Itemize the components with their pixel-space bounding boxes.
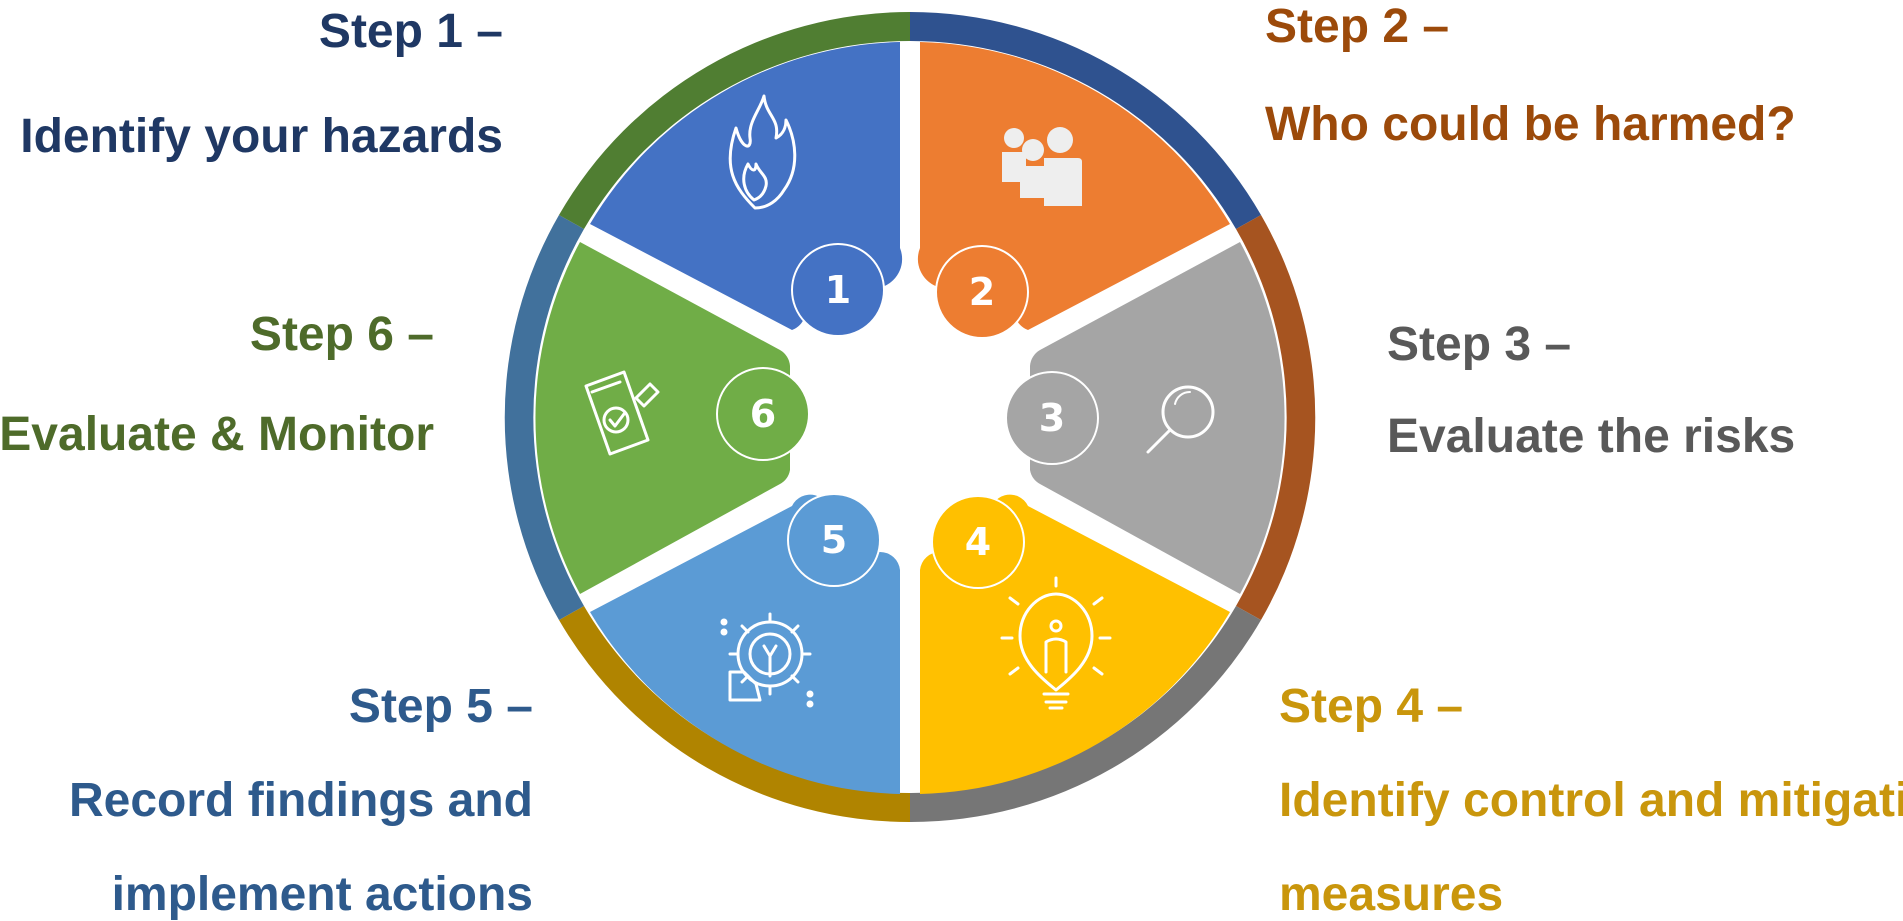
step-heading: Step 5 – bbox=[349, 680, 533, 733]
sectors bbox=[535, 42, 1285, 794]
badge-step-2: 2 bbox=[935, 245, 1029, 339]
sector-step-3 bbox=[1030, 242, 1285, 594]
fire-icon bbox=[728, 94, 797, 210]
badge-number: 2 bbox=[969, 270, 995, 314]
label-step-3: Step 3 – Evaluate the risks bbox=[1387, 318, 1795, 463]
lightbulb-person-icon bbox=[1000, 576, 1112, 710]
step-heading: Step 3 – bbox=[1387, 318, 1571, 371]
ring-arc-step-6 bbox=[559, 12, 910, 229]
label-step-5: Step 5 – Record findings and implement a… bbox=[69, 680, 533, 921]
badge-number: 1 bbox=[825, 268, 851, 312]
badge-step-1: 1 bbox=[791, 243, 885, 337]
step-text-line: Record findings and bbox=[69, 774, 533, 827]
ring-arc-step-1 bbox=[910, 12, 1261, 229]
step-text-line: Evaluate & Monitor bbox=[0, 408, 434, 461]
badge-number: 3 bbox=[1039, 396, 1065, 440]
sector-step-6 bbox=[535, 242, 790, 594]
badge-number: 6 bbox=[750, 392, 776, 436]
step-text-line: Who could be harmed? bbox=[1265, 98, 1796, 151]
badge-number: 4 bbox=[965, 520, 991, 564]
step-text-line: measures bbox=[1279, 868, 1503, 921]
badge-step-6: 6 bbox=[716, 367, 810, 461]
ring-arc-step-4 bbox=[559, 606, 910, 823]
label-step-1: Step 1 – Identify your hazards bbox=[20, 5, 503, 163]
badge-step-3: 3 bbox=[1005, 371, 1099, 465]
badge-step-5: 5 bbox=[787, 493, 881, 587]
badge-step-4: 4 bbox=[931, 495, 1025, 589]
people-icon bbox=[1002, 127, 1082, 206]
label-step-6: Step 6 – Evaluate & Monitor bbox=[0, 308, 434, 461]
ring-arc-step-3 bbox=[910, 606, 1261, 823]
outer-ring bbox=[504, 12, 1316, 823]
number-badges: 1 2 3 4 5 6 bbox=[716, 243, 1099, 589]
step-heading: Step 6 – bbox=[250, 308, 434, 361]
step-text-line: Identify control and mitigation bbox=[1279, 774, 1903, 827]
ring-arc-step-5 bbox=[504, 215, 584, 620]
step-text-line: Evaluate the risks bbox=[1387, 410, 1795, 463]
step-text-line: Identify your hazards bbox=[20, 110, 503, 163]
label-step-4: Step 4 – Identify control and mitigation… bbox=[1279, 680, 1903, 921]
label-step-2: Step 2 – Who could be harmed? bbox=[1265, 0, 1796, 151]
badge-number: 5 bbox=[821, 518, 847, 562]
ring-arc-step-2 bbox=[1236, 215, 1316, 620]
step-heading: Step 4 – bbox=[1279, 680, 1463, 733]
gear-wrench-icon bbox=[720, 612, 814, 708]
step-heading: Step 2 – bbox=[1265, 0, 1449, 53]
step-text-line: implement actions bbox=[112, 868, 533, 921]
step-heading: Step 1 – bbox=[319, 5, 503, 58]
clipboard-check-icon bbox=[584, 370, 660, 456]
magnifier-icon bbox=[1146, 385, 1215, 454]
